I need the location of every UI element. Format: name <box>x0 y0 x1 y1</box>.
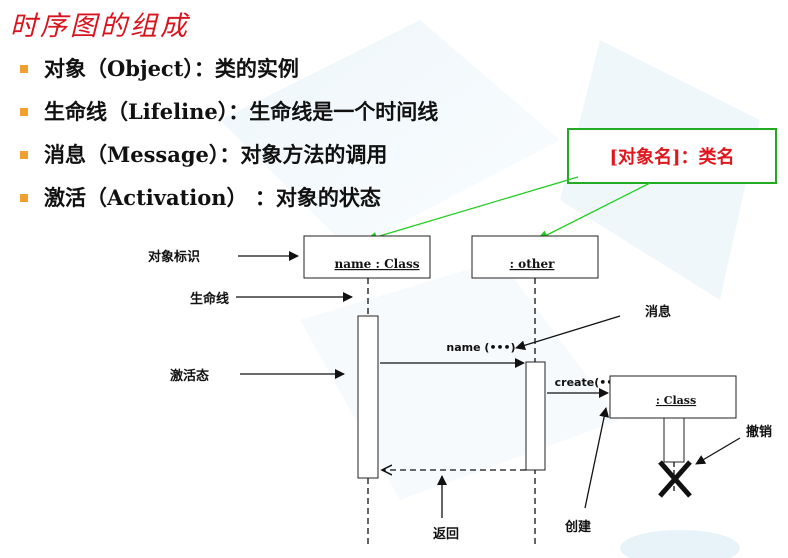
object-box-created-class <box>609 375 737 419</box>
bullet-text: 激活（Activation） ：对象的状态 <box>44 185 381 210</box>
object-label-other: : other <box>510 257 556 271</box>
bullet-lifeline: 生命线（Lifeline）：生命线是一个时间线 <box>20 97 438 140</box>
bullet-marker-icon <box>20 65 28 73</box>
message-label-create: create(•••) <box>555 376 626 389</box>
annotation-message: 消息 <box>645 304 671 320</box>
callout-pointer-line <box>365 176 579 242</box>
annotation-arrow-destroy <box>695 437 741 465</box>
bullet-marker-icon <box>20 194 28 202</box>
object-box-other <box>471 235 599 279</box>
slide-title: 时序图的组成 <box>10 11 190 42</box>
annotation-arrow-create <box>584 407 610 509</box>
bullet-text: 消息（Message）：对象方法的调用 <box>44 142 388 167</box>
bullet-object: 对象（Object）：类的实例 <box>20 54 438 97</box>
bullet-list: 对象（Object）：类的实例 生命线（Lifeline）：生命线是一个时间线 … <box>20 54 438 226</box>
annotation-object-id: 对象标识 <box>148 249 200 265</box>
annotation-arrow-message <box>515 315 621 351</box>
bullet-message: 消息（Message）：对象方法的调用 <box>20 140 438 183</box>
bullet-text: 对象（Object）：类的实例 <box>44 56 299 81</box>
annotation-destroy: 撤销 <box>746 424 772 440</box>
annotation-return: 返回 <box>433 527 459 542</box>
callout-pointer-line <box>536 182 651 241</box>
activation-bar-name-class <box>357 315 379 479</box>
object-label-name-class: name : Class <box>334 257 419 271</box>
bullet-marker-icon <box>20 151 28 159</box>
bullet-activation: 激活（Activation） ：对象的状态 <box>20 183 438 226</box>
bullet-text: 生命线（Lifeline）：生命线是一个时间线 <box>44 99 439 124</box>
activation-bar-other <box>525 361 546 471</box>
annotation-lifeline: 生命线 <box>190 291 229 307</box>
object-naming-callout: [对象名]：类名 <box>567 128 777 184</box>
bullet-marker-icon <box>20 108 28 116</box>
activation-bar-created <box>663 417 685 463</box>
annotation-activation: 激活态 <box>170 368 209 384</box>
object-label-created-class: : Class <box>656 394 696 407</box>
object-box-name-class <box>303 235 431 279</box>
message-label-call: name (•••) <box>446 341 515 354</box>
destroy-x-icon <box>658 460 692 498</box>
annotation-create: 创建 <box>564 519 591 535</box>
